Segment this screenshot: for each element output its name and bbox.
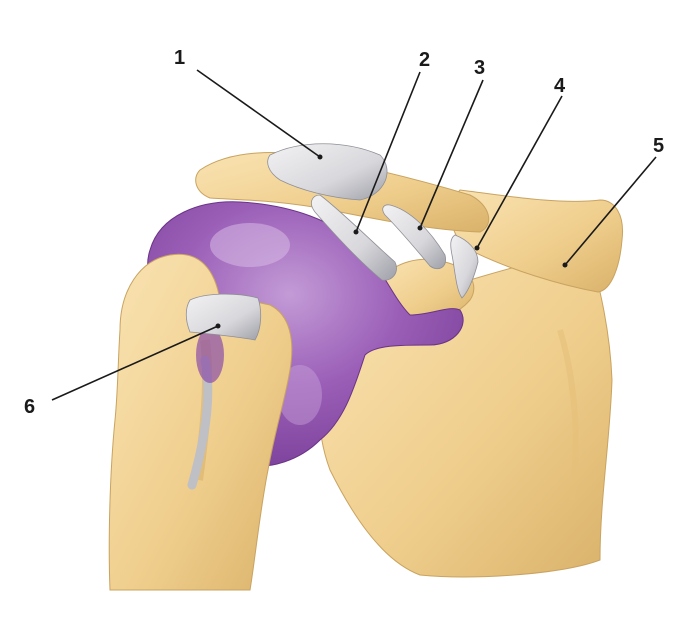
ligament-6 bbox=[185, 293, 262, 341]
ligament-1 bbox=[267, 143, 388, 201]
ligament-3 bbox=[382, 204, 446, 270]
leader-line-5 bbox=[564, 156, 657, 266]
callout-label-2: 2 bbox=[419, 49, 431, 71]
leader-dots bbox=[215, 154, 568, 329]
callout-label-3: 3 bbox=[474, 57, 486, 79]
callout-label-4: 4 bbox=[554, 75, 566, 97]
callout-label-5: 5 bbox=[653, 135, 665, 157]
callout-label-6: 6 bbox=[24, 396, 36, 418]
ligament-2 bbox=[310, 194, 397, 281]
callout-label-1: 1 bbox=[174, 47, 186, 69]
leader-line-6 bbox=[51, 325, 219, 401]
leader-line-4 bbox=[476, 95, 563, 249]
leader-lines bbox=[51, 69, 657, 401]
leader-line-1 bbox=[196, 69, 321, 158]
leader-line-2 bbox=[355, 71, 421, 233]
ligament-4 bbox=[450, 234, 479, 299]
leader-line-3 bbox=[419, 79, 484, 229]
